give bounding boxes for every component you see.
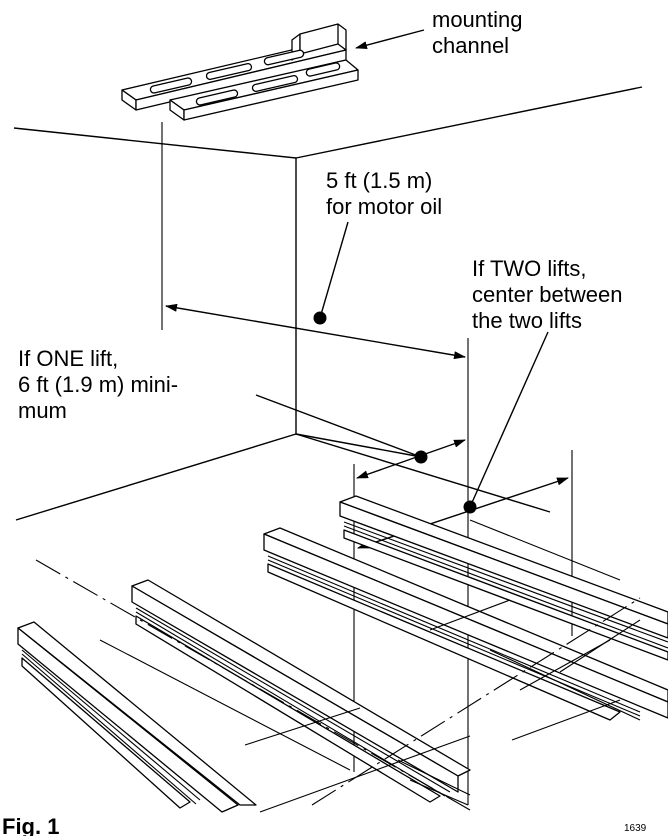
centerlines bbox=[35, 559, 641, 811]
motor-oil-label: 5 ft (1.5 m) for motor oil bbox=[326, 168, 442, 219]
figure-label: Fig. 1 bbox=[2, 814, 59, 836]
mounting-channel-arrow bbox=[355, 29, 425, 50]
motor-oil-dot bbox=[313, 311, 327, 325]
one-lift-label: If ONE lift, 6 ft (1.9 m) mini- mum bbox=[18, 346, 184, 423]
mounting-channel bbox=[121, 23, 359, 121]
reference-lines bbox=[161, 122, 573, 805]
one-lift-dimension-line bbox=[356, 439, 466, 479]
two-lifts-dot bbox=[463, 500, 477, 514]
mounting-channel-label: mounting channel bbox=[432, 7, 529, 58]
figure-code: 1639 bbox=[624, 823, 647, 834]
one-lift-dot bbox=[414, 450, 428, 464]
callout-leaders bbox=[255, 221, 549, 514]
motor-oil-dimension-line bbox=[165, 303, 466, 360]
lift-runways bbox=[17, 495, 668, 813]
two-lifts-label: If TWO lifts, center between the two lif… bbox=[472, 256, 629, 333]
